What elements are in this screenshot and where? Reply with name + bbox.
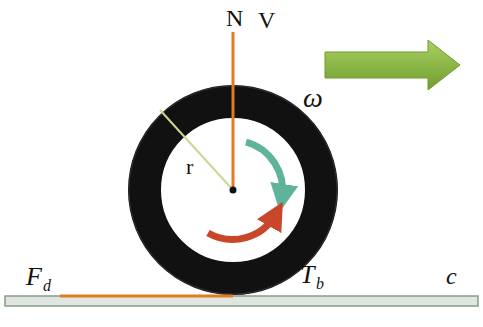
force-label: F [26,264,42,290]
radius-label: r [186,156,193,178]
ground-bar [5,296,478,306]
normal-force-line [232,32,235,190]
torque-label: T [300,262,314,288]
omega-arrow [246,142,283,198]
radius-line [160,110,233,190]
omega-label: ω [303,84,323,112]
brake-torque-arrow [208,214,276,239]
drag-force-line [60,295,233,298]
surface-label: c [446,264,457,288]
subscript-label: d [43,278,51,294]
subscript-label: b [316,276,324,292]
force-label: N [226,6,243,30]
hub-dot [230,187,237,194]
velocity-label: V [258,8,275,32]
velocity-arrow [325,40,460,90]
